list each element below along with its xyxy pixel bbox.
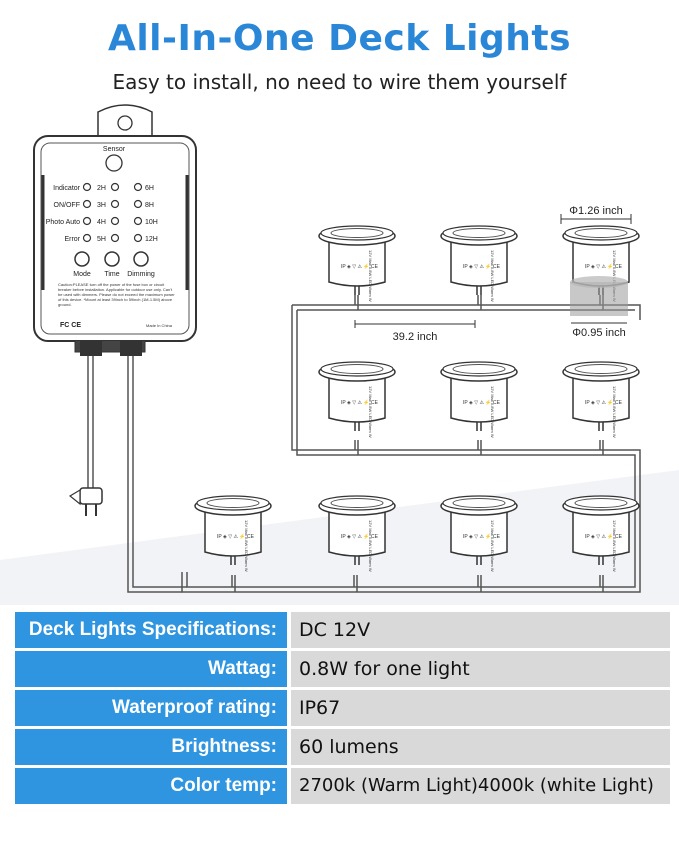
timer-8h: 8H — [145, 202, 154, 209]
page-title: All-In-One Deck Lights — [107, 18, 572, 59]
light-marks: IP ◈ ▽ ⚠ ⚡ CE — [463, 533, 501, 540]
sensor-label: Sensor — [103, 146, 126, 153]
light-label: 12V Max 0.8W LED Warm W — [490, 386, 495, 438]
spec-label: Deck Lights Specifications: — [15, 612, 287, 648]
light-marks: IP ◈ ▽ ⚠ ⚡ CE — [585, 399, 623, 406]
light-label: 12V Max 0.8W LED Warm W — [490, 250, 495, 302]
timer-10h: 10H — [145, 219, 158, 226]
deck-light: 12V Max 0.8W LED Warm WIP ◈ ▽ ⚠ ⚡ CE — [562, 495, 640, 572]
wiring — [87, 295, 641, 593]
light-marks: IP ◈ ▽ ⚠ ⚡ CE — [341, 399, 379, 406]
light-label: 12V Max 0.8W LED Warm W — [490, 520, 495, 572]
light-marks: IP ◈ ▽ ⚠ ⚡ CE — [341, 263, 379, 270]
controller-box: Sensor Indicator ON/OFF Photo Auto Error… — [33, 104, 197, 356]
cert-marks: FC CE — [60, 322, 81, 329]
light-marks: IP ◈ ▽ ⚠ ⚡ CE — [585, 533, 623, 540]
light-marks: IP ◈ ▽ ⚠ ⚡ CE — [341, 533, 379, 540]
light-marks: IP ◈ ▽ ⚠ ⚡ CE — [585, 263, 623, 270]
spec-label: Color temp: — [15, 768, 287, 804]
spec-row-color-temp: Color temp: 2700k (Warm Light)4000k (whi… — [15, 768, 670, 804]
spec-value: IP67 — [291, 690, 670, 726]
light-label: 12V Max 0.8W LED Warm W — [612, 250, 617, 302]
light-label: 12V Max 0.8W LED Warm W — [612, 386, 617, 438]
timer-3h: 3H — [97, 202, 106, 209]
timer-2h: 2H — [97, 185, 106, 192]
light-label: 12V Max 0.8W LED Warm W — [368, 386, 373, 438]
made-in-label: Made In China — [146, 323, 173, 328]
spec-value: DC 12V — [291, 612, 670, 648]
top-diameter-label: Φ1.26 inch — [569, 205, 622, 217]
deck-light: 12V Max 0.8W LED Warm WIP ◈ ▽ ⚠ ⚡ CE — [562, 361, 640, 438]
deck-light: 12V Max 0.8W LED Warm WIP ◈ ▽ ⚠ ⚡ CE — [194, 495, 272, 572]
dimension-callouts: Φ1.26 inch Φ0.95 inch 39.2 inch — [354, 205, 632, 343]
bottom-diameter-label: Φ0.95 inch — [572, 327, 625, 339]
dimming-button-label: Dimming — [127, 271, 155, 278]
light-label: 12V Max 0.8W LED Warm W — [368, 250, 373, 302]
spec-row-wattage: Wattag: 0.8W for one light — [15, 651, 670, 687]
photo-auto-label: Photo Auto — [46, 219, 80, 226]
page-subtitle: Easy to install, no need to wire them yo… — [112, 70, 567, 94]
light-marks: IP ◈ ▽ ⚠ ⚡ CE — [463, 263, 501, 270]
specs-table: Deck Lights Specifications: DC 12V Watta… — [15, 612, 670, 807]
deck-light: 12V Max 0.8W LED Warm WIP ◈ ▽ ⚠ ⚡ CE — [562, 225, 640, 302]
light-label: 12V Max 0.8W LED Warm W — [368, 520, 373, 572]
light-marks: IP ◈ ▽ ⚠ ⚡ CE — [463, 399, 501, 406]
spec-row-specifications: Deck Lights Specifications: DC 12V — [15, 612, 670, 648]
light-label: 12V Max 0.8W LED Warm W — [244, 520, 249, 572]
spec-row-waterproof: Waterproof rating: IP67 — [15, 690, 670, 726]
spec-label: Wattag: — [15, 651, 287, 687]
deck-light: 12V Max 0.8W LED Warm WIP ◈ ▽ ⚠ ⚡ CE — [318, 225, 396, 302]
error-label: Error — [64, 236, 80, 243]
light-label: 12V Max 0.8W LED Warm W — [612, 520, 617, 572]
onoff-label: ON/OFF — [54, 202, 80, 209]
light-marks: IP ◈ ▽ ⚠ ⚡ CE — [217, 533, 255, 540]
spec-value: 60 lumens — [291, 729, 670, 765]
spec-label: Brightness: — [15, 729, 287, 765]
time-button-label: Time — [104, 271, 119, 278]
timer-4h: 4H — [97, 219, 106, 226]
spec-value: 0.8W for one light — [291, 651, 670, 687]
mode-button-label: Mode — [73, 271, 91, 278]
deck-light: 12V Max 0.8W LED Warm WIP ◈ ▽ ⚠ ⚡ CE — [440, 361, 518, 438]
deck-light: 12V Max 0.8W LED Warm WIP ◈ ▽ ⚠ ⚡ CE — [318, 361, 396, 438]
power-plug — [68, 487, 103, 516]
timer-6h: 6H — [145, 185, 154, 192]
spacing-label: 39.2 inch — [393, 331, 438, 343]
caution-text: Caution:PLEASE turn off the power of the… — [58, 282, 175, 307]
spec-row-brightness: Brightness: 60 lumens — [15, 729, 670, 765]
spec-value: 2700k (Warm Light)4000k (white Light) — [291, 768, 670, 804]
deck-light: 12V Max 0.8W LED Warm WIP ◈ ▽ ⚠ ⚡ CE — [440, 225, 518, 302]
deck-light: 12V Max 0.8W LED Warm WIP ◈ ▽ ⚠ ⚡ CE — [440, 495, 518, 572]
spec-label: Waterproof rating: — [15, 690, 287, 726]
wiring-diagram: Sensor Indicator ON/OFF Photo Auto Error… — [0, 100, 679, 605]
timer-5h: 5H — [97, 236, 106, 243]
indicator-label: Indicator — [53, 185, 81, 192]
deck-light: 12V Max 0.8W LED Warm WIP ◈ ▽ ⚠ ⚡ CE — [318, 495, 396, 572]
timer-12h: 12H — [145, 236, 158, 243]
